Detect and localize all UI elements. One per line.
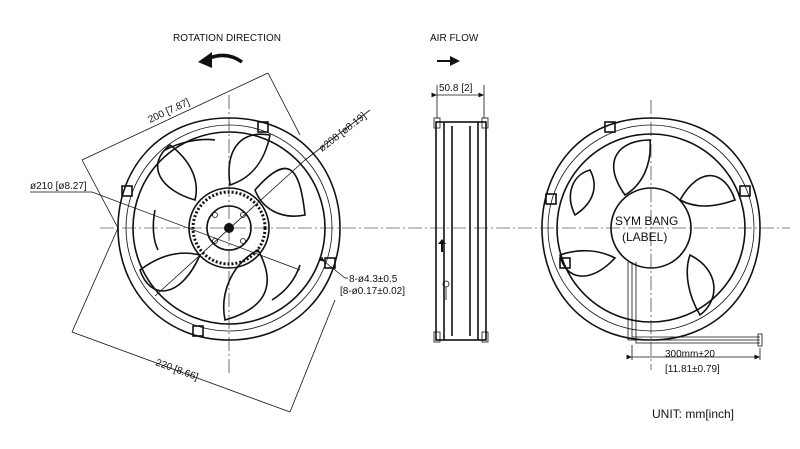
dim-line-200 xyxy=(81,72,269,161)
arrow-right-icon xyxy=(437,56,460,66)
airflow-arrow-up-icon xyxy=(438,239,446,252)
mount-tab xyxy=(192,325,204,337)
hub-center xyxy=(224,223,234,233)
dim-200-label: 200 [7.87] xyxy=(147,97,192,126)
back-venturi xyxy=(556,133,746,323)
guard-rib xyxy=(271,264,301,301)
fan-blade xyxy=(686,253,715,317)
dim-line-210 xyxy=(91,191,301,271)
back-view: SYM BANG (LABEL) 300mm±20 [11.81±0.79] xyxy=(541,100,763,375)
hub-hole xyxy=(240,238,246,244)
lead-length-label: 300mm±20 xyxy=(665,349,715,360)
lead-wire xyxy=(635,262,760,344)
fan-blade xyxy=(254,167,306,217)
fan-blade xyxy=(569,169,595,217)
fan-blade xyxy=(559,249,617,277)
extension-line xyxy=(81,159,119,229)
dim-line-208 xyxy=(154,159,306,297)
mount-tab xyxy=(545,193,557,205)
mount-tab xyxy=(324,257,336,269)
dim-line-220 xyxy=(71,331,291,413)
mount-tab xyxy=(604,121,616,133)
curved-arrow-left-icon xyxy=(198,52,244,68)
side-view: 50.8 [2] xyxy=(431,83,489,343)
side-frame xyxy=(435,121,487,341)
hub-hole xyxy=(212,212,218,218)
front-frame-inner-ring xyxy=(125,124,333,332)
front-frame-outer xyxy=(117,117,341,341)
back-hub xyxy=(610,187,692,269)
guard-rib xyxy=(164,138,216,151)
dim-210-label: ø210 [ø8.27] xyxy=(30,181,87,192)
lead-wire xyxy=(627,262,760,341)
extension-line xyxy=(289,299,336,413)
unit-label: UNIT: mm[inch] xyxy=(652,407,734,421)
lead-length-inch-label: [11.81±0.79] xyxy=(665,364,720,375)
fan-blade xyxy=(613,139,652,197)
side-flange xyxy=(481,117,489,129)
label-sub: (LABEL) xyxy=(622,230,667,244)
rotation-direction-label: ROTATION DIRECTION xyxy=(173,33,281,44)
venturi-ring xyxy=(132,131,326,325)
hub-hole xyxy=(240,212,246,218)
front-view xyxy=(117,95,341,375)
depth-dim-label: 50.8 [2] xyxy=(439,83,473,94)
mount-tab xyxy=(739,185,751,197)
hub-inner xyxy=(206,205,252,251)
guard-rib xyxy=(152,209,159,251)
extension-line xyxy=(267,72,301,136)
mount-tab xyxy=(121,185,133,197)
fan-blade xyxy=(223,248,268,322)
side-flange xyxy=(433,117,441,129)
hub-fins xyxy=(191,190,267,266)
air-flow-label: AIR FLOW xyxy=(430,33,479,44)
fan-blade xyxy=(156,143,197,201)
hole-dim-label: 8-ø4.3±0.5 xyxy=(349,274,398,285)
lead-terminal xyxy=(757,333,763,347)
fan-blade xyxy=(678,174,737,207)
label-brand: SYM BANG xyxy=(615,214,678,228)
fan-blade xyxy=(228,133,271,187)
fan-blade xyxy=(139,252,202,292)
side-flange xyxy=(433,331,441,343)
lead-wire xyxy=(631,262,760,338)
side-flange xyxy=(481,331,489,343)
leader-line xyxy=(304,109,371,161)
hole-leader xyxy=(319,256,346,279)
mount-tab xyxy=(257,121,269,133)
hole-dim-inch-label: [8-ø0.17±0.02] xyxy=(340,286,405,297)
extension-line xyxy=(71,227,119,333)
back-frame-inner-ring xyxy=(547,124,755,332)
dim-208-label: ø208 [ø8.19] xyxy=(317,111,369,155)
dim-220-label: 220 [8.66] xyxy=(154,357,200,383)
